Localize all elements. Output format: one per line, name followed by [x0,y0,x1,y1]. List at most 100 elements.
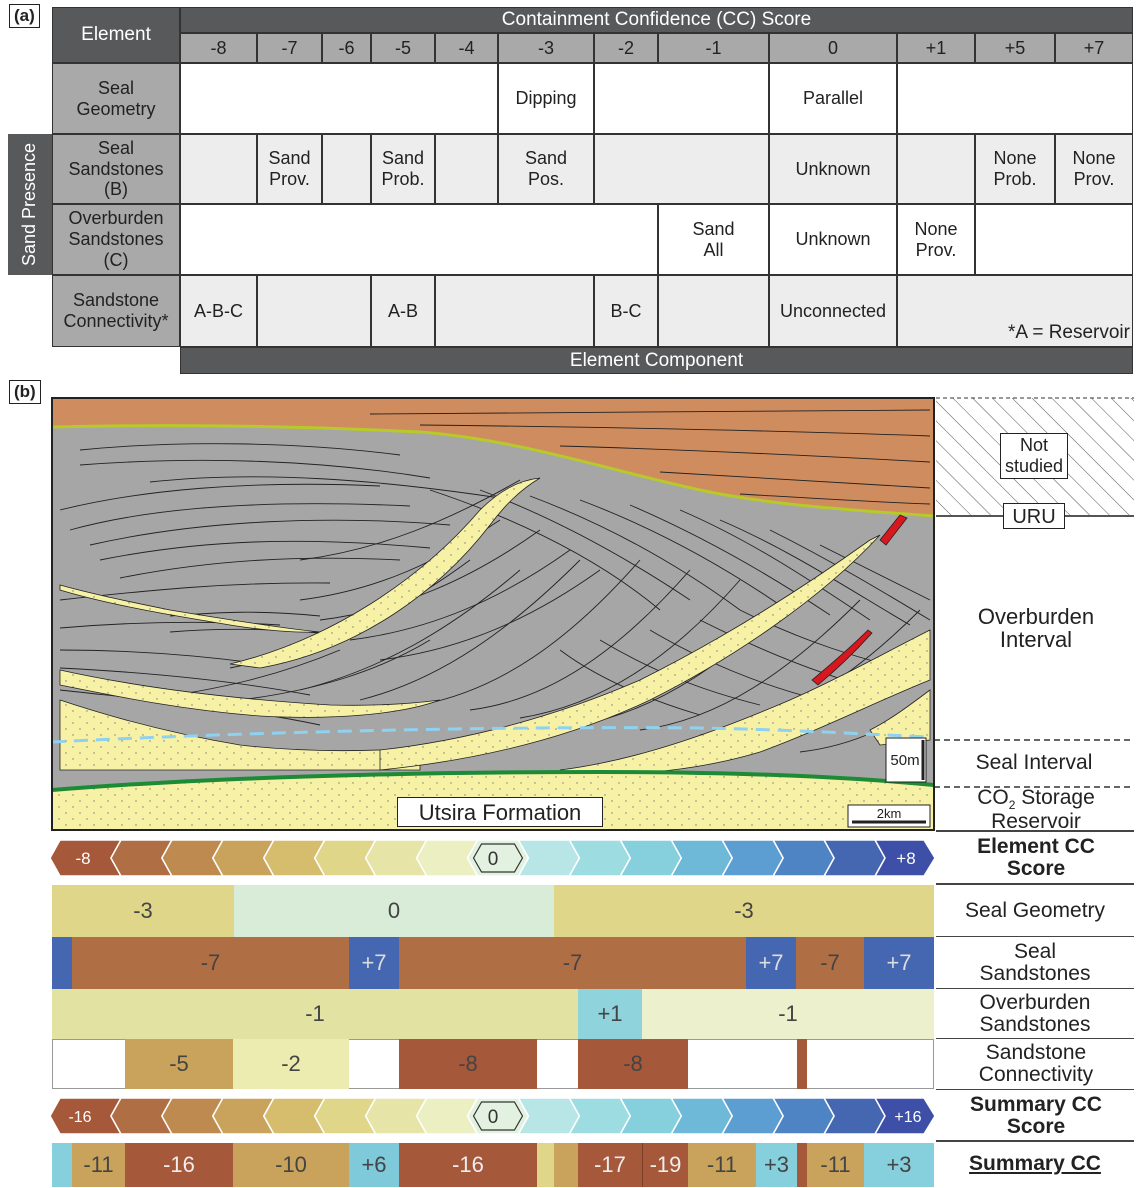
conn-bc: B-C [594,275,658,347]
seal-sst-empty-5 [897,134,975,204]
seal-sst-sand-pos: Sand Pos. [498,134,594,204]
co2-label-sub: 2 [1008,797,1016,812]
not-studied-label: Not studied [1000,433,1068,479]
row-seal-geometry-label: Seal Geometry [52,63,180,134]
sep-line-1 [936,830,1134,832]
ob-seg-2: +1 [578,989,642,1039]
summary-cc-scale: -16 0 +16 [50,1097,936,1135]
seal-sst-empty-3 [435,134,498,204]
sg-seg-3: -3 [554,885,934,937]
sep-line-2 [936,883,1134,885]
conn-empty-1 [257,275,371,347]
score-minus7: -7 [257,33,322,63]
red-body-lower [811,629,873,686]
seal-geometry-row-label: Seal Geometry [964,898,1106,922]
seal-geometry-empty-2 [594,63,769,134]
co2-reservoir-label: CO2 Storage Reservoir [946,785,1126,834]
summary-scale-left-label: -16 [68,1109,91,1126]
ss-seg-4: +7 [746,937,796,989]
sg-seg-2: 0 [234,885,554,937]
sep-line-5 [936,1038,1134,1039]
ss-seg-0 [52,937,72,989]
seal-sst-none-prob: None Prob. [975,134,1055,204]
conn-unconnected: Unconnected [769,275,897,347]
score-minus8: -8 [180,33,257,63]
co2-label-post: Storage Reservoir [991,785,1095,834]
score-minus6: -6 [322,33,371,63]
seal-sst-empty-1 [180,134,257,204]
co2-label-pre: CO [977,785,1009,809]
cn-seg-1: -5 [125,1039,233,1089]
cn-seg-4: -8 [578,1039,688,1089]
panel-a-label: (a) [9,4,40,28]
score-plus7: +7 [1055,33,1133,63]
uru-surface [52,424,934,518]
sep-line-4 [936,988,1134,989]
ob-sst-unknown: Unknown [769,204,897,275]
scale-2km-label: 2km [876,806,902,821]
sum-seg-5: -16 [399,1143,537,1187]
score-zero: 0 [769,33,897,63]
sum-seg-3: -10 [233,1143,349,1187]
summary-scale-chevron-16 [873,1097,936,1135]
conn-note-cell: *A = Reservoir [897,275,1133,347]
overburden-interval-label: Overburden Interval [977,603,1095,652]
sum-seg-10: -11 [807,1143,864,1187]
utsira-label: Utsira Formation [397,797,603,827]
element-component-footer: Element Component [180,347,1133,374]
conn-ab: A-B [371,275,435,347]
summary-scale-right-label: +16 [894,1109,921,1126]
sum-seg-8: -11 [688,1143,756,1187]
seal-sst-none-prov: None Prov. [1055,134,1133,204]
seal-geometry-empty-3 [897,63,1133,134]
summary-cc-score-label: Summary CC Score [970,1092,1102,1138]
cn-seg-5 [797,1039,807,1089]
seal-sst-empty-4 [594,134,769,204]
summary-scale-mid-label: 0 [488,1107,499,1128]
conn-empty-2 [435,275,594,347]
sum-seg-5b [537,1143,554,1187]
scale-50m-label: 50m [890,752,920,769]
sand-presence-bar: Sand Presence [8,134,52,275]
ss-seg-3: -7 [399,937,746,989]
score-plus5: +5 [975,33,1055,63]
element-scale-right-label: +8 [896,849,915,868]
sum-seg-1: -11 [72,1143,125,1187]
cn-seg-3: -8 [399,1039,537,1089]
reservoir-note: *A = Reservoir [1008,322,1130,344]
seal-geometry-dipping: Dipping [498,63,594,134]
sep-line-7 [936,1140,1134,1142]
panel-b-label: (b) [9,380,41,404]
sum-seg-7: -19 [642,1143,688,1187]
ss-seg-5: -7 [796,937,864,989]
sum-seg-6: -17 [578,1143,642,1187]
conn-abc: A-B-C [180,275,257,347]
score-minus4: -4 [435,33,498,63]
seal-geometry-parallel: Parallel [769,63,897,134]
red-body-upper [879,514,908,546]
seal-geometry-empty-1 [180,63,498,134]
ob-seg-1: -1 [52,989,578,1039]
sep-line-6 [936,1089,1134,1090]
seal-sst-sand-prov: Sand Prov. [257,134,322,204]
sum-seg-11: +3 [864,1143,934,1187]
sum-seg-2: -16 [125,1143,233,1187]
top-reservoir-line [52,769,934,792]
ob-seg-3: -1 [642,989,934,1039]
sum-seg-0 [52,1143,72,1187]
score-minus3: -3 [498,33,594,63]
ob-sst-empty-2 [975,204,1133,275]
cc-header: Containment Confidence (CC) Score [180,7,1133,33]
seal-top-dashed-line [52,726,931,744]
seal-sandstones-row-label: Seal Sandstones [979,939,1091,985]
element-scale-chevron-centre-outline [472,843,524,873]
sum-seg-4: +6 [349,1143,399,1187]
ob-sst-empty-1 [180,204,658,275]
connectivity-row-label: Sandstone Connectivity [978,1040,1094,1086]
row-connectivity-label: Sandstone Connectivity* [52,275,180,347]
sum-seg-9: +3 [756,1143,797,1187]
sum-seg-9b [797,1143,807,1187]
score-minus1: -1 [658,33,769,63]
element-scale-chevron-16 [873,839,936,877]
sum-seg-5c [554,1143,578,1187]
